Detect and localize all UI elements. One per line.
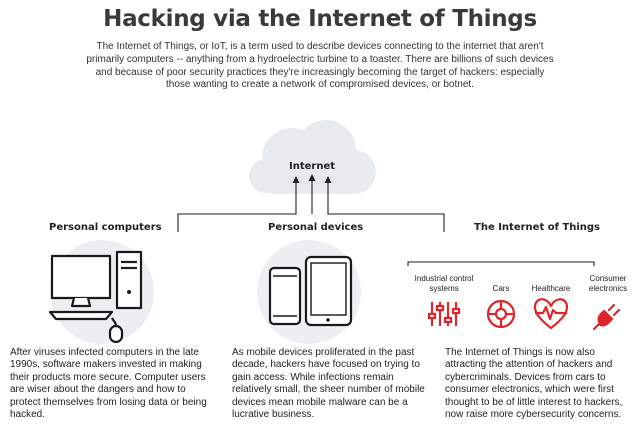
heading-personal-computers: Personal computers (49, 222, 162, 233)
plug-icon (592, 303, 621, 331)
heading-personal-devices: Personal devices (268, 222, 364, 233)
connector-arrows (292, 174, 332, 183)
internet-label: Internet (288, 161, 335, 172)
heading-internet-of-things: The Internet of Things (474, 222, 601, 233)
smartphone-icon (268, 266, 302, 326)
wheel-icon (486, 299, 516, 329)
page-title: Hacking via the Internet of Things (103, 6, 537, 32)
intro-paragraph: The Internet of Things, or IoT, is a ter… (86, 41, 554, 91)
text-personal-devices: As mobile devices proliferated in the pa… (232, 347, 425, 421)
desktop-computer-icon (48, 250, 143, 344)
label-cars: Cars (492, 284, 510, 293)
connector-left (177, 180, 297, 232)
label-healthcare: Healthcare (531, 284, 571, 293)
iot-bracket (407, 261, 595, 266)
label-industrial-control-systems: Industrial control systems (414, 274, 474, 293)
connector-right (327, 180, 445, 232)
text-personal-computers: After viruses infected computers in the … (10, 347, 207, 421)
sliders-icon (427, 302, 461, 326)
heartbeat-icon (533, 298, 569, 330)
text-internet-of-things: The Internet of Things is now also attra… (445, 347, 623, 421)
connector-lines (177, 178, 595, 266)
label-consumer-electronics: Consumer electronics (588, 274, 628, 293)
tablet-icon (304, 255, 353, 327)
